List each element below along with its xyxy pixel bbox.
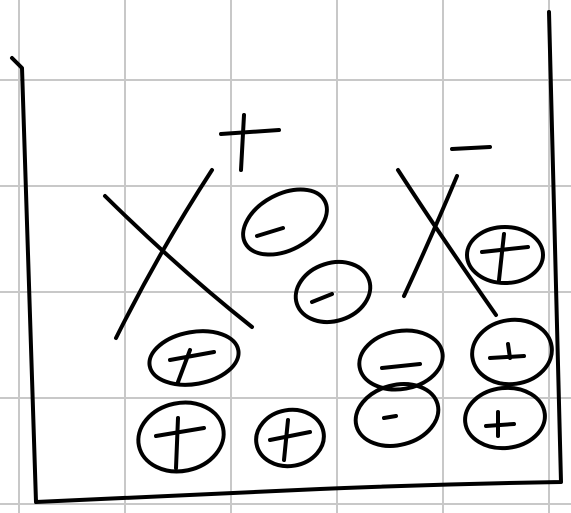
plus-horizontal: [270, 432, 310, 440]
charge-circle-positive: [145, 325, 243, 392]
charge-circle-negative: [349, 375, 446, 455]
minus-tail: [508, 344, 510, 358]
plus-vertical: [499, 234, 504, 280]
charge-circle-positive: [467, 227, 543, 283]
plus-vertical: [284, 420, 288, 460]
plus-vertical: [176, 418, 178, 468]
charge-circle-negative: [232, 176, 338, 268]
right-x-stroke-1: [398, 170, 496, 315]
right-ion-symbol: X −: [0, 0, 496, 315]
charge-circle-positive: [462, 384, 548, 452]
minus-sign: [384, 416, 396, 418]
left-plus-vertical: [241, 115, 244, 170]
charge-circle-negative: [468, 315, 556, 390]
plus-horizontal: [482, 247, 528, 252]
left-plus-horizontal: [221, 130, 279, 134]
minus-sign: [312, 294, 332, 302]
right-minus: [452, 147, 490, 149]
left-ion-symbol: X +: [0, 0, 279, 338]
plus-horizontal: [170, 352, 214, 360]
minus-sign: [382, 364, 420, 368]
minus-sign: [257, 228, 283, 236]
charge-circle-positive: [252, 405, 329, 472]
charge-circles: [132, 176, 556, 479]
plus-horizontal: [156, 428, 204, 436]
plus-vertical: [178, 350, 190, 382]
minus-sign: [490, 356, 524, 358]
charge-circle-positive: [132, 395, 230, 479]
left-x-stroke-1: [105, 196, 252, 327]
